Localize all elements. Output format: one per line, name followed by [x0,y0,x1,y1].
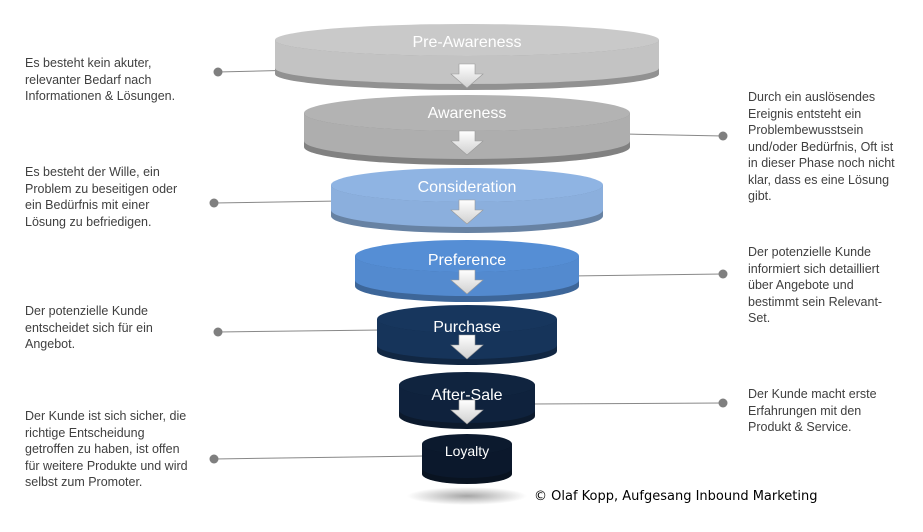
stage-top [422,434,512,454]
note-awareness: Durch ein auslösendes Ereignis entsteht … [748,90,895,203]
stage-loyalty: Loyalty [422,434,512,484]
note-purchase: Der potenzielle Kunde entscheidet sich f… [25,304,153,351]
note-preference: Der potenzielle Kunde informiert sich de… [748,245,883,325]
stage-label: Awareness [428,105,507,122]
stage-label: Consideration [418,179,517,196]
stage-label: Preference [428,252,506,269]
down-arrow-icon [450,63,484,89]
connector-line [217,329,383,333]
connector-dot [213,327,223,337]
connector-line [569,273,724,277]
connector-dot [718,131,728,141]
down-arrow-icon [450,269,484,295]
stage-top [304,95,630,131]
stage-top [331,168,603,202]
connector-line [624,133,724,137]
connector-dot [213,67,223,77]
connector-dot [209,454,219,464]
down-arrow-icon [450,399,484,425]
stage-face [422,444,512,478]
down-arrow-icon [450,199,484,225]
connector-line [213,455,425,460]
stage-top [377,305,557,333]
stage-label: Loyalty [445,443,489,459]
stage-label: After-Sale [431,387,502,404]
connector-dot [209,198,219,208]
copyright-text: © Olaf Kopp, Aufgesang Inbound Marketing [534,489,818,504]
stage-top [355,240,579,272]
connector-line [529,402,724,405]
stage-top [275,24,659,56]
note-pre-awareness: Es besteht kein akuter, relevanter Bedar… [25,56,176,103]
funnel-shadow [407,487,527,505]
stage-label: Purchase [433,319,501,336]
stage-top [399,372,535,398]
stage-label: Pre-Awareness [412,34,521,51]
down-arrow-icon [450,130,484,156]
note-consideration: Es besteht der Wille, ein Problem zu bes… [25,165,178,229]
connector-dot [718,269,728,279]
connector-dot [718,398,728,408]
note-after-sale: Der Kunde macht erste Erfahrungen mit de… [748,387,877,434]
note-loyalty: Der Kunde ist sich sicher, die richtige … [25,409,188,489]
connector-line [213,200,341,204]
down-arrow-icon [450,334,484,360]
stage-face [275,40,659,84]
